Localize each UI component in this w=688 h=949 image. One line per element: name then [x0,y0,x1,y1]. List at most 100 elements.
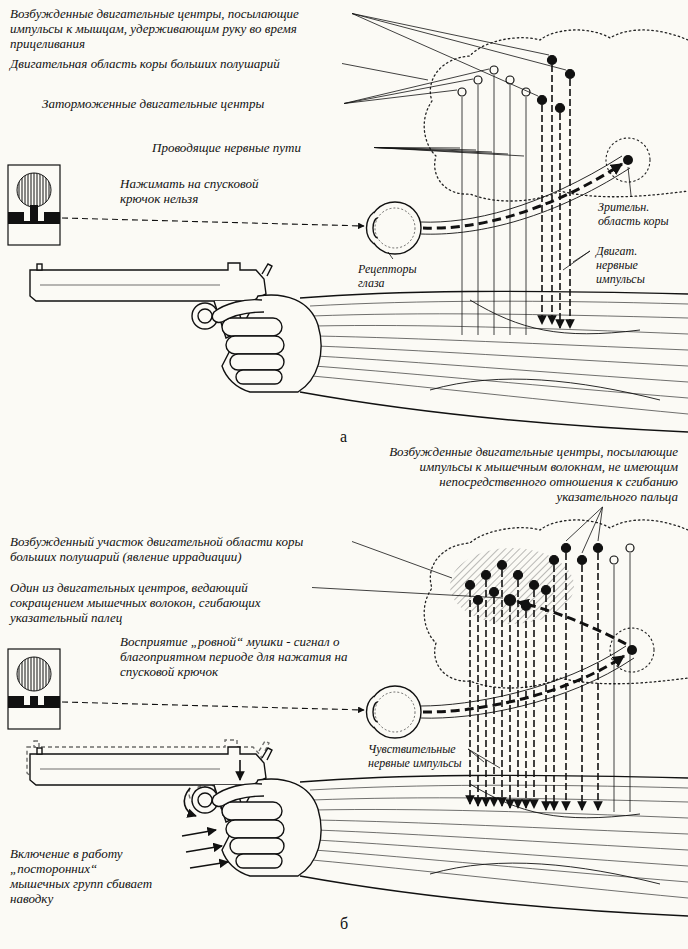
nerve-fibre [509,605,511,808]
optic-nerve [423,164,622,228]
leader-line [582,507,603,553]
sight-line [62,702,364,710]
hand [212,779,321,876]
leader-line [352,542,452,579]
neuron [498,561,507,570]
sight-picture [8,165,60,245]
muscle-arrow [186,846,222,852]
nerve-fibre [551,65,553,324]
sight-picture [8,165,60,245]
leader-line [468,749,484,762]
brain-cortex [627,645,637,655]
brain-cortex [623,155,633,165]
optic-nerve [421,602,634,718]
panel-letter: б [338,915,360,933]
callout-label: Рецепторы глаза [356,262,438,290]
nerve-fibre [569,79,571,328]
sight-line [62,218,364,226]
leader-line [374,148,524,157]
hand [212,295,321,392]
neuron [490,66,498,74]
sight-picture [17,173,51,207]
sight-line [62,702,364,710]
neuron [556,104,565,113]
leader-line [312,588,503,599]
neuron [505,595,516,606]
neuron [550,556,559,565]
note-label: Включение в работу „посторонних“ мышечны… [8,846,160,906]
nerve-fibre [469,590,471,804]
callout-label: Возбужденные двигательные центры, посыла… [8,6,348,51]
leader-line [342,64,428,81]
nerve-fibre [494,75,495,335]
sight-picture [8,649,60,729]
leader-line [344,79,473,104]
nerve-fibre [597,553,599,810]
neuron [610,556,618,564]
nerve-fibre [630,553,631,812]
neuron [562,544,571,553]
callout-label: Чувствительные нервные импульсы [366,742,464,770]
optic-nerve [423,656,624,712]
optic-nerve [518,602,626,644]
neuron [594,544,603,553]
callout-label: Двигательная область коры больших полуша… [8,56,338,71]
nerve-fibre [565,553,567,810]
eye [367,202,422,254]
eye [367,202,422,254]
neuron [538,96,547,105]
neuron [578,556,587,565]
nerve-fibre [493,597,495,806]
nerve-fibre [614,565,615,812]
neuron [466,544,635,611]
leader-line [563,251,590,270]
brain-cortex [424,30,688,201]
optic-nerve [421,646,626,706]
muscle-arrow [182,760,240,868]
neuron [626,544,634,552]
muscle-arrow [182,830,216,836]
callout-label: Двигат. нервные импульсы [594,244,682,286]
neuron [474,76,482,84]
callout-label: Проводящие нервные пути [150,140,370,155]
muscle-arrow [184,788,196,816]
neuron [506,76,514,84]
brain-cortex [424,520,688,688]
signal-label: Нажимать на спусковой крючок нельзя [118,176,288,206]
nerve-fibre [510,85,511,335]
callout-label: Зрительн. область коры [596,200,684,228]
neuron [542,586,551,595]
sight-picture [8,649,60,729]
neuron [530,581,539,590]
nerve-fibre [517,580,519,808]
leader-line [598,507,603,541]
sight-line [62,218,364,226]
sight-picture [30,696,38,708]
optic-nerve [421,658,634,718]
neuron [566,70,575,79]
panel-letter: а [338,428,360,446]
brain-cortex [424,520,688,688]
sight-picture [30,205,38,224]
nerve-fibre [541,105,543,324]
leader-line [388,252,393,259]
leader-line [352,14,549,56]
sight-picture [17,657,51,691]
neuron [548,56,557,65]
sight-picture [8,696,60,708]
nerve-fibre [526,97,527,335]
nerve-fibre [553,565,555,810]
eye [367,686,422,738]
callout-label: Заторможенные двигательные центры [40,96,340,111]
nerve-fibre [533,590,535,808]
muscle-arrow [190,862,228,868]
neuron [458,88,466,96]
nerve-fibre [462,65,570,335]
brain-cortex [610,628,654,672]
brain-cortex [606,138,650,182]
nerve-fibre [501,570,503,806]
neuron [514,571,523,580]
leader-line [566,507,603,541]
